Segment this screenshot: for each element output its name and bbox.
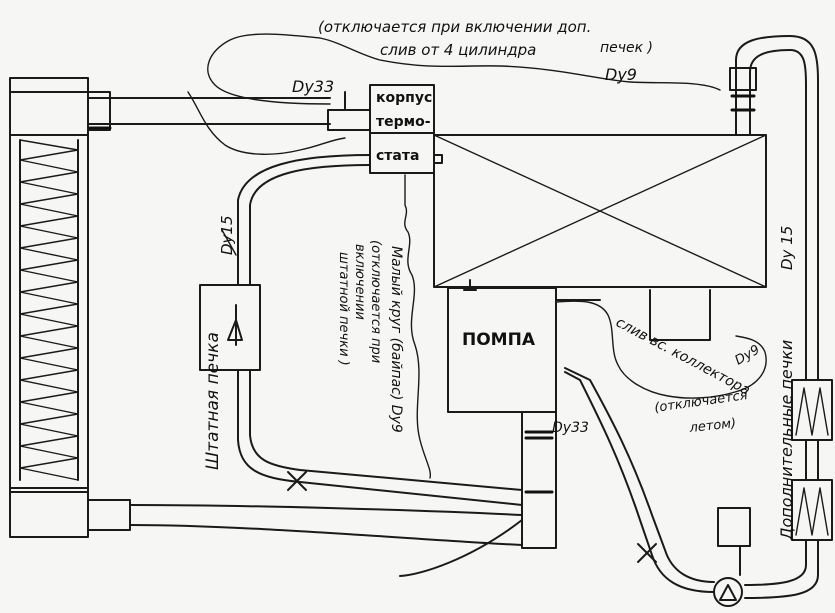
top-note-line2: слив от 4 цилиндра — [380, 41, 536, 59]
extra-heaters-label: Дополнительные печки — [777, 340, 796, 541]
du9-top-label: Dy9 — [605, 65, 637, 84]
collector-line2: Dy9 — [733, 342, 763, 368]
thermostat-label-2: термо- — [376, 114, 431, 130]
du33-pump-label: Dy33 — [552, 420, 589, 436]
top-note-line1: (отключается при включении доп. — [318, 18, 591, 36]
collector-line1: слив вс. коллектора — [613, 314, 752, 398]
small-circle-line4: штатной печки ) — [336, 252, 351, 366]
standard-heater-loop — [199, 154, 523, 506]
extra-pump — [713, 577, 743, 607]
standard-heater — [199, 284, 261, 371]
small-circle-line3: включении — [352, 244, 367, 320]
radiator-core-zigzag — [19, 139, 79, 481]
bypass-line — [404, 174, 432, 479]
extra-heater-2 — [791, 479, 833, 541]
collector-line3: (отключается — [653, 388, 748, 416]
collector-drain-line — [555, 300, 767, 399]
engine-block — [433, 134, 767, 291]
extra-heater-valve — [637, 543, 657, 563]
du33-top-label: Dy33 — [292, 77, 334, 96]
top-note-line3: печек ) — [600, 40, 653, 56]
standard-heater-label: Штатная печка — [203, 332, 223, 470]
extra-heater-1 — [791, 379, 833, 441]
upper-radiator-hose — [87, 91, 371, 131]
du15-left-label: Dy15 — [218, 215, 236, 255]
thermostat-label-1: корпус — [376, 90, 432, 106]
collector-line4: летом) — [688, 416, 737, 436]
radiator — [9, 77, 89, 538]
water-pump — [447, 287, 711, 413]
heater-valve — [287, 471, 307, 491]
extra-heaters-loop — [564, 35, 833, 607]
pump-inlet-pipe — [87, 411, 557, 577]
drain-line-cylinder-4 — [187, 33, 721, 155]
small-circle-line2: (отключается при — [368, 240, 383, 363]
small-circle-line1: Малый круг (байпас) Dy9 — [388, 246, 404, 433]
du15-right-label: Dy 15 — [778, 226, 796, 270]
thermostat-label-3: стата — [376, 148, 419, 164]
pump-label: ПОМПА — [462, 330, 536, 350]
